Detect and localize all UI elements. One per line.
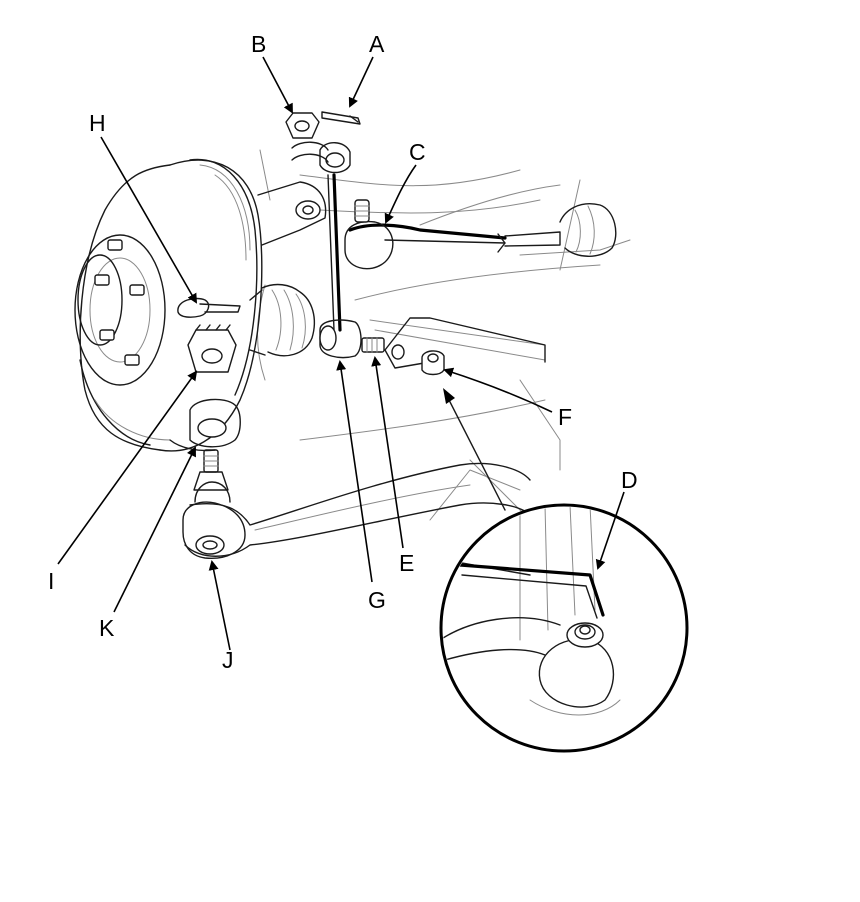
leader-b: [262, 56, 293, 114]
detail-inset: [439, 388, 689, 753]
callout-i: I: [48, 568, 54, 594]
callout-h: H: [89, 110, 106, 136]
leader-g: [336, 360, 373, 583]
callout-d: D: [621, 467, 638, 493]
leader-h: [100, 136, 197, 304]
lower-arm: [182, 449, 531, 559]
callout-g: G: [368, 587, 386, 613]
callout-b: B: [251, 31, 266, 57]
callout-labels: A B C D E F G H I J K: [48, 31, 638, 673]
leader-k: [113, 446, 196, 613]
castle-nut: [187, 324, 237, 373]
leader-j: [208, 560, 231, 651]
leader-a: [348, 56, 374, 108]
brake-rotor-hub: [74, 158, 263, 452]
stabilizer-lower-joint: [319, 319, 385, 359]
stabilizer-link: [291, 141, 351, 332]
knuckle-and-driveshaft: [249, 181, 327, 357]
stabilizer-bar-bracket: [384, 317, 546, 376]
leader-i: [57, 370, 198, 565]
leader-d: [595, 491, 625, 570]
knuckle-lower-boss: [169, 398, 241, 452]
self-locking-nut: [285, 112, 320, 139]
callout-f: F: [558, 404, 572, 430]
cotter-pin-h: [177, 297, 241, 318]
cotter-pin-a: [321, 111, 361, 125]
leader-lines: [57, 56, 625, 651]
callout-e: E: [399, 550, 414, 576]
callout-a: A: [369, 31, 385, 57]
callout-k: K: [99, 615, 115, 641]
leader-c: [384, 164, 417, 224]
callout-c: C: [409, 139, 426, 165]
leader-e: [371, 356, 404, 549]
callout-j: J: [222, 647, 234, 673]
leader-f: [443, 367, 553, 413]
tie-rod-end: [344, 199, 617, 270]
